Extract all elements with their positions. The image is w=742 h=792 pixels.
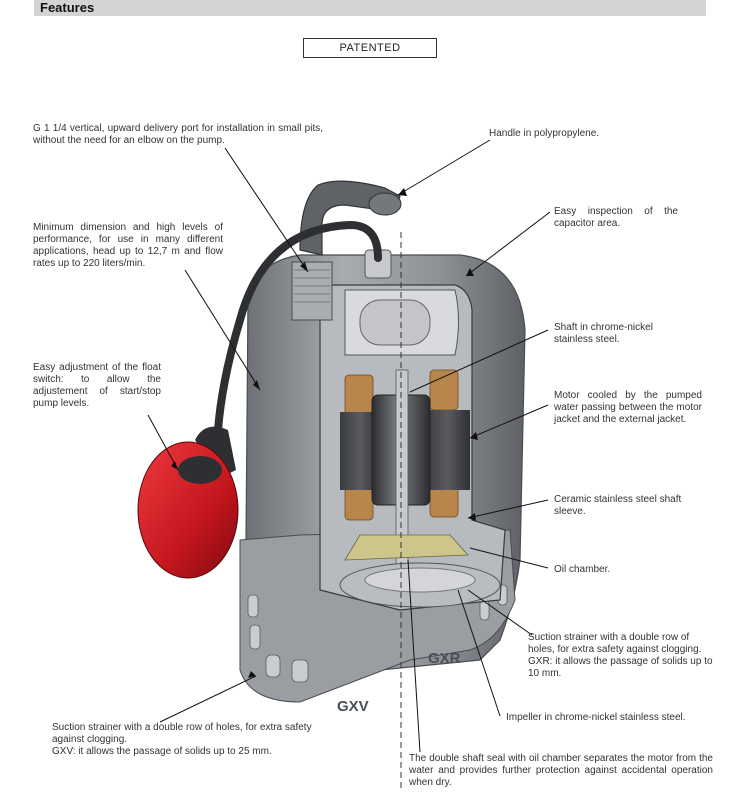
callout-handle: Handle in polypropylene. — [489, 128, 600, 139]
section-title: Features — [40, 0, 95, 15]
callout-ceramic: Ceramic stainless steel shaft sleeve. — [554, 494, 682, 517]
strainer-holes — [247, 584, 508, 683]
float-cable — [214, 220, 382, 434]
leader-arrowheads — [171, 188, 478, 678]
gxr-strainer-desc: Suction strainer with a double row of ho… — [528, 632, 702, 655]
leader-lines — [147, 139, 551, 753]
motor-stator-right — [425, 410, 470, 490]
callout-float-switch: Easy adjustment of the float switch: to … — [33, 362, 161, 409]
patented-badge: PATENTED — [303, 38, 437, 58]
callout-min-dimension: Minimum dimension and high levels of per… — [33, 222, 223, 269]
handle — [299, 180, 401, 256]
callout-oil-chamber: Oil chamber. — [554, 564, 611, 575]
gxv-strainer-desc: Suction strainer with a double row of ho… — [52, 722, 312, 745]
model-label-gxr: GXR — [428, 650, 461, 667]
callout-motor-cooled: Motor cooled by the pumped water passing… — [554, 390, 702, 425]
callout-shaft: Shaft in chrome-nickel stainless steel. — [554, 322, 653, 345]
gxv-solids: GXV: it allows the passage of solids up … — [52, 746, 272, 757]
callout-shaft-seal: The double shaft seal with oil chamber s… — [409, 753, 713, 788]
callout-delivery-port: G 1 1/4 vertical, upward delivery port f… — [33, 123, 323, 146]
capacitor — [359, 299, 431, 346]
section-header: Features — [34, 0, 706, 16]
callout-gxv-strainer: Suction strainer with a double row of ho… — [52, 722, 327, 758]
callout-capacitor: Easy inspection of the capacitor area. — [554, 206, 678, 229]
gxr-solids: GXR: it allows the passage of solids up … — [528, 656, 713, 679]
float-switch — [137, 426, 239, 579]
delivery-port — [291, 261, 333, 321]
model-label-gxv: GXV — [337, 698, 369, 715]
callout-gxr-strainer: Suction strainer with a double row of ho… — [528, 632, 714, 680]
oil-chamber-part — [344, 534, 469, 561]
callout-impeller: Impeller in chrome-nickel stainless stee… — [506, 712, 686, 723]
